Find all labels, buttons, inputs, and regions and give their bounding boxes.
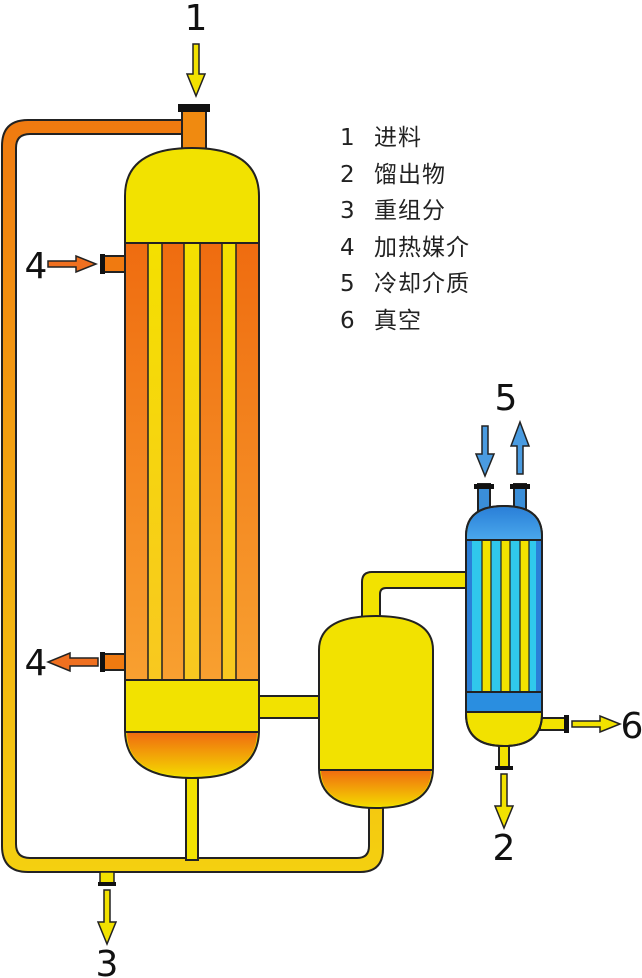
legend-item-vacuum: 6 真空: [340, 303, 470, 340]
feed-flange: [178, 104, 210, 112]
callout-vacuum: 6: [621, 706, 642, 747]
vacuum-arrow: [571, 714, 623, 734]
legend-number: 4: [340, 234, 356, 261]
legend-item-distillate: 2 馏出物: [340, 157, 470, 194]
callout-heat-in: 4: [25, 246, 48, 287]
legend: 1 进料 2 馏出物 3 重组分 4 加热媒介 5 冷却介质 6 真空: [340, 120, 470, 339]
column-bottom-pipe: [185, 777, 199, 861]
heat-inlet-arrow: [47, 254, 99, 274]
legend-number: 3: [340, 198, 356, 224]
condenser: [465, 504, 543, 748]
legend-label: 加热媒介: [374, 234, 470, 261]
legend-label: 重组分: [374, 198, 446, 224]
feed-arrow: [185, 43, 207, 98]
coolant-in-arrow: [474, 425, 496, 478]
heavy-component-arrow: [96, 889, 118, 946]
legend-item-feed: 1 进料: [340, 120, 470, 157]
legend-label: 真空: [374, 307, 422, 334]
legend-item-heavy: 3 重组分: [340, 193, 470, 230]
legend-number: 5: [340, 271, 356, 297]
evaporator-column: [124, 146, 260, 780]
feed-nozzle: [181, 109, 207, 153]
legend-item-heating: 4 加热媒介: [340, 230, 470, 267]
vacuum-pipe: [539, 717, 567, 731]
legend-label: 冷却介质: [374, 271, 470, 297]
callout-feed: 1: [185, 0, 208, 39]
heat-outlet-arrow: [46, 651, 99, 673]
legend-label: 馏出物: [374, 161, 446, 188]
distillate-arrow: [493, 773, 515, 830]
callout-heat-out: 4: [25, 643, 48, 684]
callout-distillate: 2: [493, 828, 516, 869]
legend-label: 进料: [374, 125, 422, 151]
legend-item-cooling: 5 冷却介质: [340, 266, 470, 303]
column-tube-bundle: [126, 243, 258, 680]
coolant-out-arrow: [509, 419, 531, 475]
condenser-tube-bundle: [472, 540, 536, 692]
callout-heavy: 3: [96, 944, 119, 978]
legend-number: 6: [340, 307, 356, 334]
separator-vessel: [318, 614, 434, 810]
callout-cooling: 5: [495, 378, 518, 419]
vapor-pipe: [257, 695, 323, 719]
legend-number: 2: [340, 161, 356, 188]
legend-number: 1: [340, 125, 356, 151]
